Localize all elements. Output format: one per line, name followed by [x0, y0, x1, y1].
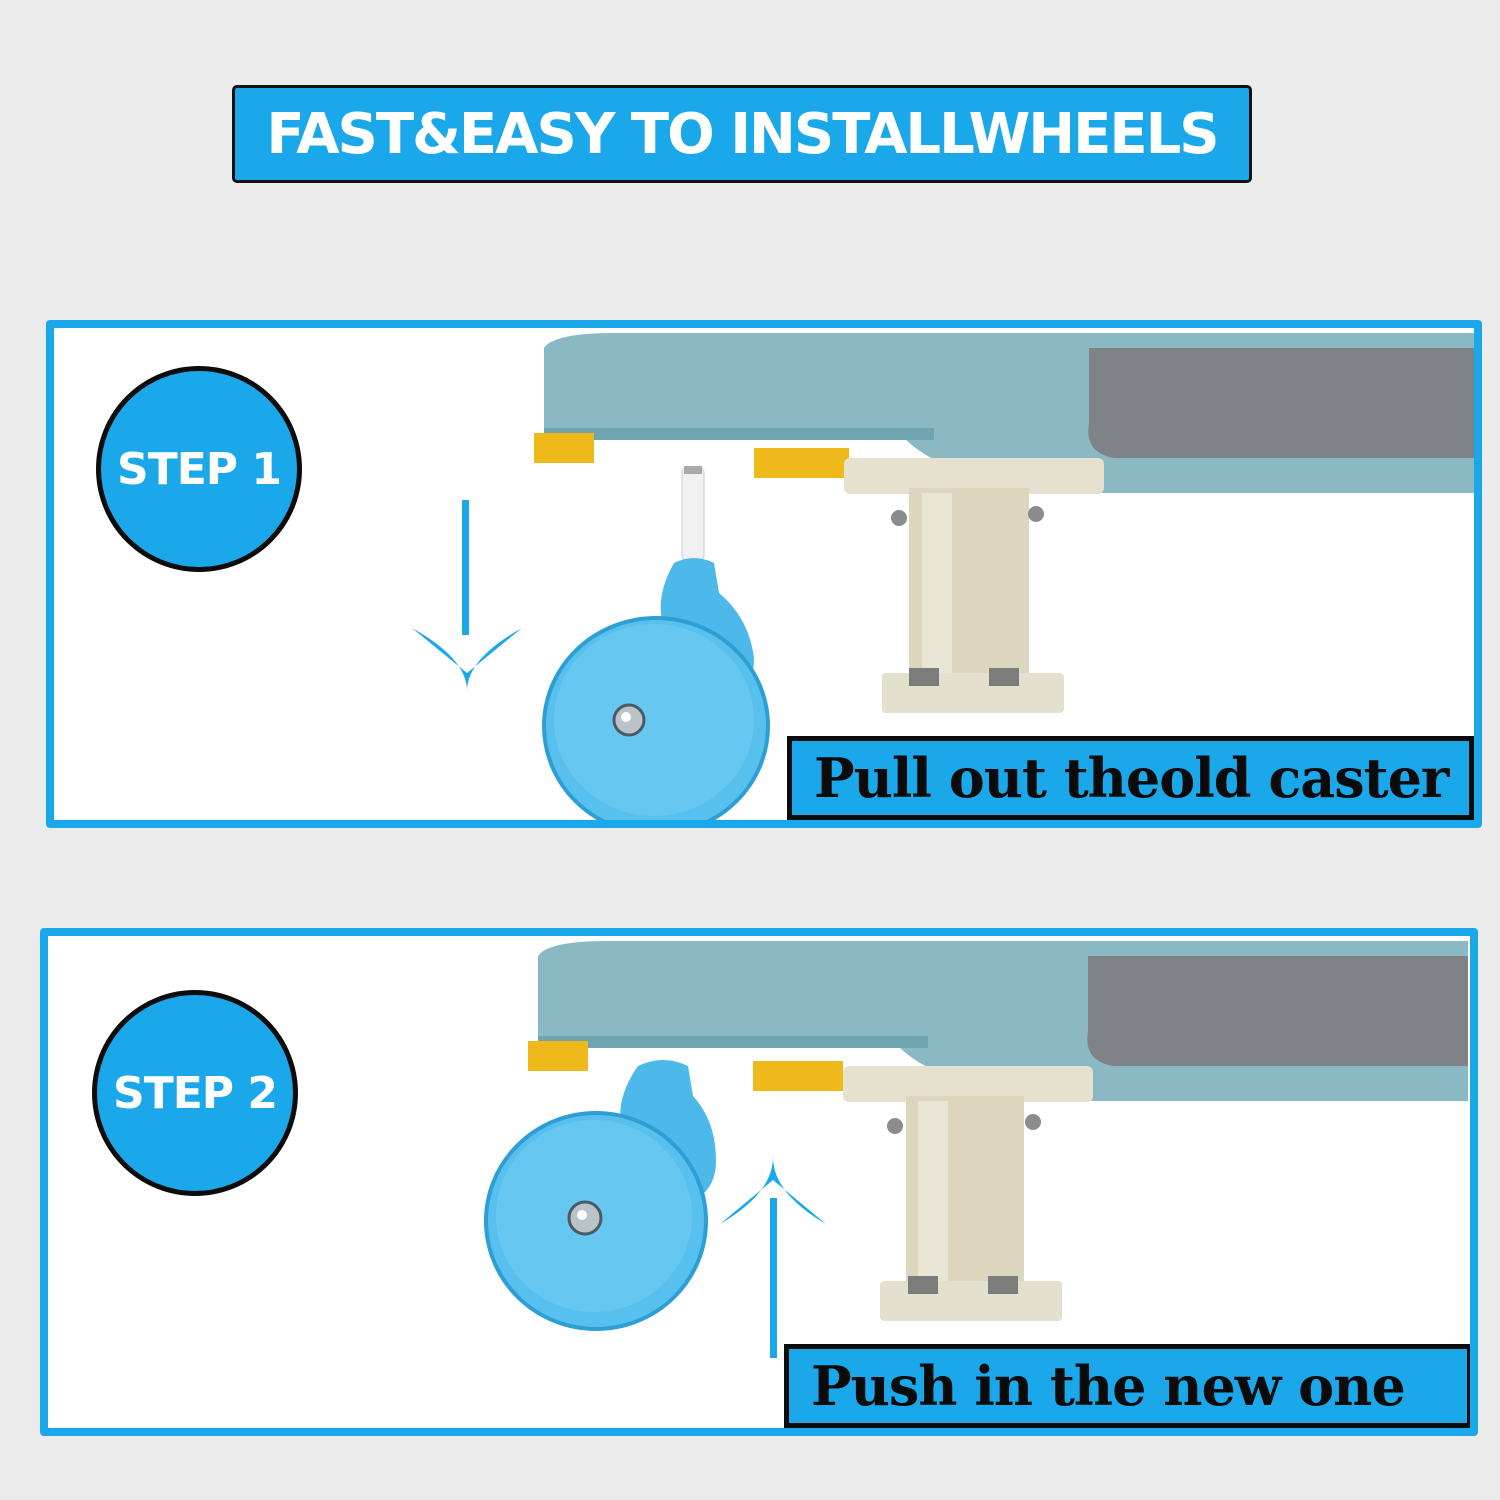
step-1-badge: STEP 1	[96, 366, 302, 572]
step-2-caption: Push in the new one	[811, 1354, 1406, 1418]
step-2-caption-box: Push in the new one	[784, 1344, 1470, 1428]
step-2-label: STEP 2	[113, 1067, 278, 1119]
step-1-caption: Pull out theold caster	[814, 746, 1449, 810]
page-title: FAST&EASY TO INSTALLWHEELS	[266, 101, 1219, 167]
step-2-panel: STEP 2 Push in the new one	[40, 928, 1478, 1436]
step-2-badge: STEP 2	[92, 990, 298, 1196]
up-arrow-icon	[720, 1158, 826, 1358]
step-1-label: STEP 1	[117, 443, 282, 495]
title-banner: FAST&EASY TO INSTALLWHEELS	[232, 85, 1252, 183]
step-1-caption-box: Pull out theold caster	[787, 736, 1474, 820]
step-1-panel: STEP 1 Pull out theold caster	[46, 320, 1482, 828]
step-1-illustration	[412, 333, 1474, 820]
step-2-illustration	[484, 941, 1468, 1358]
down-arrow-icon	[412, 500, 522, 690]
